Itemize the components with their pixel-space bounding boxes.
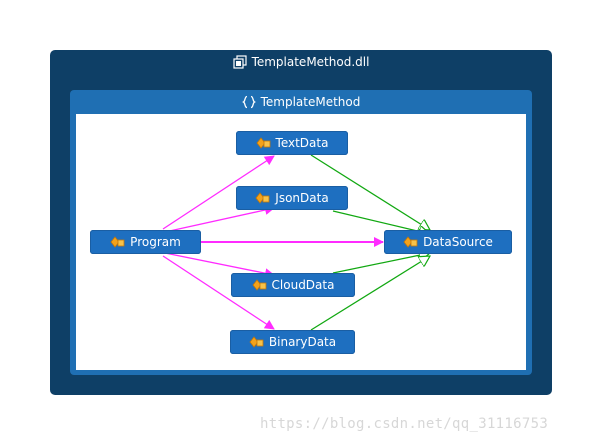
node-program[interactable]: Program xyxy=(90,230,201,254)
class-icon xyxy=(256,136,271,150)
node-textdata[interactable]: TextData xyxy=(236,131,348,155)
assembly-label: TemplateMethod.dll xyxy=(251,55,370,69)
node-datasource[interactable]: DataSource xyxy=(384,230,512,254)
class-icon xyxy=(403,235,418,249)
node-binarydata[interactable]: BinaryData xyxy=(230,330,355,354)
assembly-icon xyxy=(232,55,247,69)
class-icon xyxy=(110,235,125,249)
node-jsondata[interactable]: JsonData xyxy=(236,186,348,210)
class-icon xyxy=(255,191,270,205)
class-icon xyxy=(249,335,264,349)
namespace-label: TemplateMethod xyxy=(260,94,361,109)
node-label: JsonData xyxy=(275,191,329,205)
class-icon xyxy=(252,278,267,292)
node-label: CloudData xyxy=(271,278,335,292)
namespace-title[interactable]: TemplateMethod xyxy=(70,90,532,113)
node-clouddata[interactable]: CloudData xyxy=(231,273,355,297)
namespace-icon xyxy=(241,95,256,109)
assembly-title[interactable]: TemplateMethod.dll xyxy=(50,50,552,74)
watermark-text: https://blog.csdn.net/qq_31116753 xyxy=(260,416,549,432)
node-label: TextData xyxy=(275,136,329,150)
node-label: Program xyxy=(130,235,181,249)
node-label: DataSource xyxy=(423,235,493,249)
node-label: BinaryData xyxy=(268,335,337,349)
